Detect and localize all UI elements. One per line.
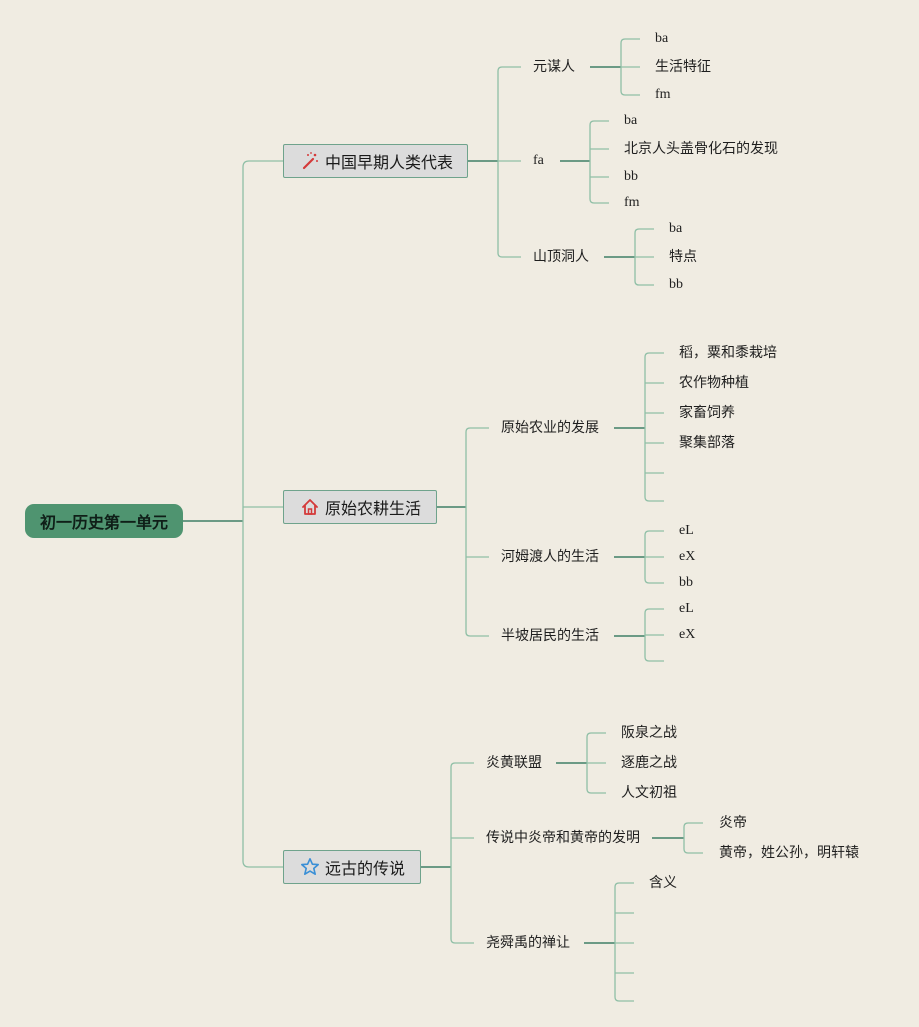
leaf[interactable]: fm bbox=[624, 195, 640, 210]
leaf[interactable]: 含义 bbox=[649, 875, 677, 891]
connector-line bbox=[465, 427, 489, 507]
node-abdication[interactable]: 尧舜禹的禅让 bbox=[486, 935, 570, 951]
leaf[interactable]: 北京人头盖骨化石的发现 bbox=[624, 141, 778, 157]
node-banpo[interactable]: 半坡居民的生活 bbox=[501, 628, 599, 644]
branch-ancient-legends[interactable]: 远古的传说 bbox=[283, 850, 421, 884]
leaf[interactable]: bb bbox=[679, 575, 693, 590]
node-yuanmou[interactable]: 元谋人 bbox=[533, 59, 575, 75]
connector-line bbox=[586, 763, 606, 794]
leaf[interactable]: 生活特征 bbox=[655, 59, 711, 75]
leaf[interactable]: 黄帝，姓公孙，明轩辕 bbox=[719, 845, 859, 861]
house-icon bbox=[300, 497, 320, 517]
leaf[interactable]: eL bbox=[679, 601, 694, 616]
connector-line bbox=[465, 507, 489, 637]
connector-line bbox=[242, 160, 283, 521]
leaf[interactable]: 特点 bbox=[669, 249, 697, 265]
root-label: 初一历史第一单元 bbox=[39, 513, 168, 532]
connector-line bbox=[683, 822, 703, 838]
branch-label: 远古的传说 bbox=[325, 859, 406, 878]
leaf[interactable]: bb bbox=[669, 277, 683, 292]
star-icon bbox=[300, 857, 320, 877]
connector-line bbox=[644, 557, 664, 584]
leaf[interactable]: 逐鹿之战 bbox=[621, 755, 677, 771]
connector-line bbox=[620, 38, 640, 67]
connector-line bbox=[634, 228, 654, 257]
connector-line bbox=[644, 636, 664, 662]
connector-line bbox=[634, 257, 654, 286]
connector-line bbox=[450, 762, 474, 867]
connector-line bbox=[242, 521, 283, 868]
node-upper-cave[interactable]: 山顶洞人 bbox=[533, 249, 589, 265]
leaf[interactable]: ba bbox=[669, 221, 683, 236]
leaf[interactable]: 阪泉之战 bbox=[621, 725, 677, 741]
node-fa[interactable]: fa bbox=[533, 153, 544, 168]
leaf[interactable]: eX bbox=[679, 627, 696, 642]
leaf[interactable]: ba bbox=[624, 113, 638, 128]
root-node[interactable]: 初一历史第一单元 bbox=[25, 504, 183, 538]
branch-primitive-farming[interactable]: 原始农耕生活 bbox=[283, 490, 437, 524]
branch-label: 中国早期人类代表 bbox=[325, 153, 454, 172]
connector-line bbox=[589, 161, 609, 204]
leaf[interactable]: 人文初祖 bbox=[621, 785, 677, 801]
connector-line bbox=[450, 867, 474, 944]
leaf[interactable]: 聚集部落 bbox=[679, 435, 735, 451]
connector-line bbox=[589, 120, 609, 161]
leaf[interactable]: fm bbox=[655, 87, 671, 102]
leaf[interactable]: ba bbox=[655, 31, 669, 46]
magic-wand-icon bbox=[300, 151, 320, 171]
connector-line bbox=[620, 67, 640, 96]
branch-early-humans[interactable]: 中国早期人类代表 bbox=[283, 144, 468, 178]
connector-line bbox=[497, 161, 521, 258]
leaf[interactable]: 农作物种植 bbox=[679, 375, 749, 391]
leaf[interactable]: 稻，粟和黍栽培 bbox=[679, 345, 777, 361]
node-hemudu[interactable]: 河姆渡人的生活 bbox=[501, 549, 599, 565]
node-yanhuang-alliance[interactable]: 炎黄联盟 bbox=[486, 755, 542, 771]
leaf[interactable]: eL bbox=[679, 523, 694, 538]
connector-line bbox=[644, 352, 664, 428]
leaf[interactable]: eX bbox=[679, 549, 696, 564]
connector-line bbox=[586, 732, 606, 763]
node-inventions[interactable]: 传说中炎帝和黄帝的发明 bbox=[486, 830, 640, 846]
connector-line bbox=[644, 530, 664, 557]
leaf[interactable]: bb bbox=[624, 169, 638, 184]
connector-line bbox=[644, 428, 664, 502]
connector-line bbox=[497, 66, 521, 161]
connector-line bbox=[614, 882, 634, 943]
connector-line bbox=[683, 838, 703, 854]
connector-line bbox=[614, 943, 634, 1002]
leaf[interactable]: 炎帝 bbox=[719, 815, 747, 831]
leaf[interactable]: 家畜饲养 bbox=[679, 405, 735, 421]
branch-label: 原始农耕生活 bbox=[325, 499, 422, 518]
node-agriculture[interactable]: 原始农业的发展 bbox=[501, 420, 599, 436]
connector-line bbox=[644, 608, 664, 636]
